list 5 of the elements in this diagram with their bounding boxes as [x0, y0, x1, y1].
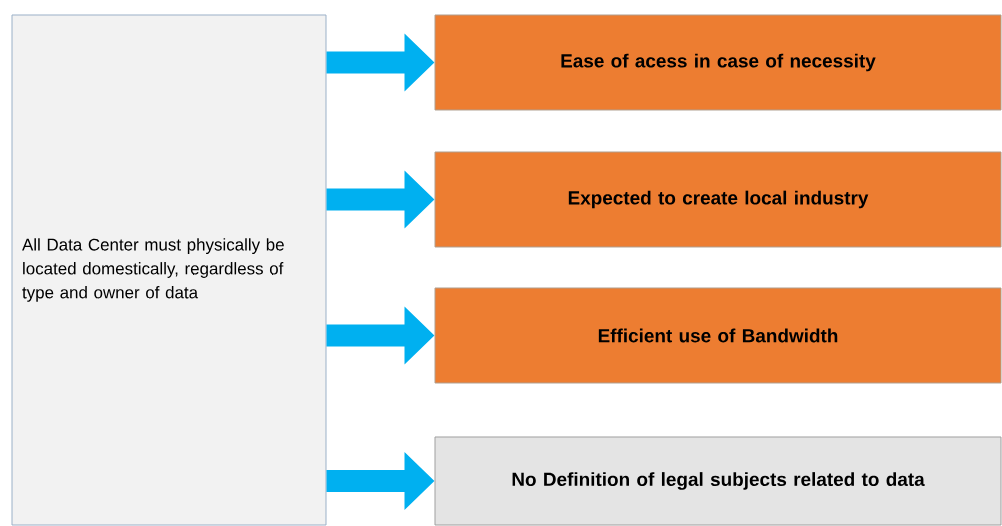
- outcome-box: Expected to create local industry: [434, 151, 1002, 248]
- outcome-box: Ease of acess in case of necessity: [434, 14, 1002, 111]
- outcome-box: No Definition of legal subjects related to data: [434, 436, 1002, 526]
- outcome-box: Efficient use of Bandwidth: [434, 287, 1002, 384]
- statement-box: All Data Center must physically be located domestically, regardless of type and owner of data: [11, 14, 327, 526]
